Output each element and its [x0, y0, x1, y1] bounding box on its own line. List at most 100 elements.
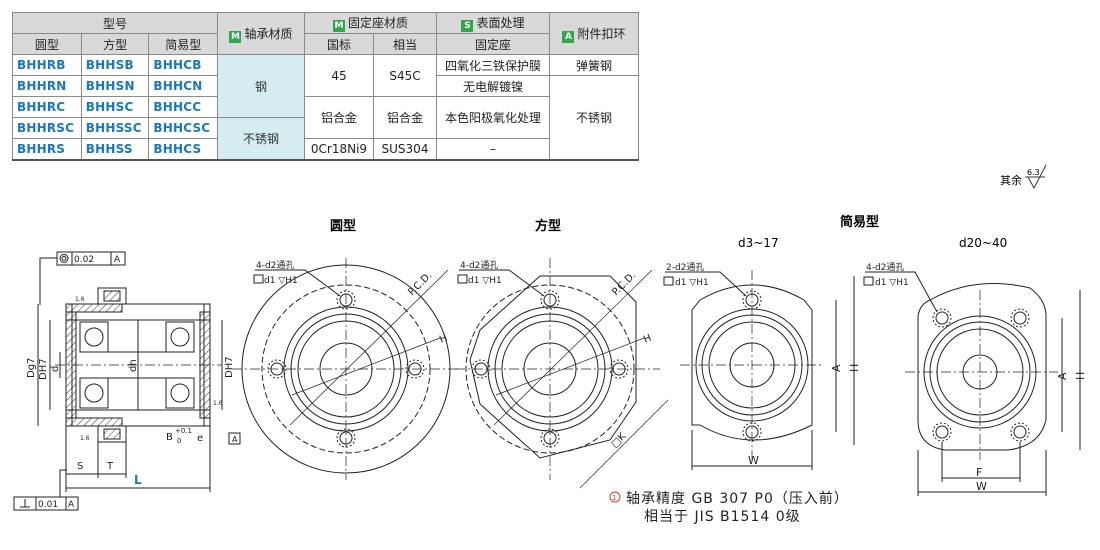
title-simple: 简易型	[840, 214, 879, 230]
section-view: 0.02 A 0.01 A	[13, 251, 241, 511]
bearing-equivalent-note: 相当于 JIS B1514 0级	[644, 509, 801, 525]
round-view	[232, 258, 460, 480]
model-simple: BHHCB	[148, 54, 218, 76]
square-view	[455, 258, 669, 489]
simple-large-cbore-note: d1 ▽H1	[875, 278, 909, 288]
simple-large-view	[865, 271, 1081, 496]
model-square: BHHSS	[80, 138, 150, 161]
simple-small-H: H	[848, 364, 861, 372]
model-simple: BHHCSC	[148, 117, 218, 139]
datum-A: A	[232, 435, 238, 444]
tag-m: M	[229, 30, 242, 43]
header-equiv: 相当	[373, 33, 437, 55]
model-square: BHHSC	[80, 96, 150, 118]
attach-2: 不锈钢	[549, 75, 639, 161]
dim-B: B	[166, 432, 173, 443]
simple-large-A: A	[1056, 372, 1069, 380]
title-d-small: d3~17	[738, 236, 779, 250]
simple-small-A: A	[830, 364, 843, 372]
roughness-check-icon	[1025, 164, 1047, 190]
note-marker-icon	[609, 491, 621, 503]
equiv-s45c: S45C	[373, 54, 437, 97]
dim-dh: dh	[128, 359, 139, 372]
equiv-al: 铝合金	[373, 96, 437, 139]
perp-value: 0.01	[38, 500, 58, 510]
gb-ss: 0Cr18Ni9	[304, 138, 374, 161]
rough-3: 1.6	[80, 435, 90, 442]
dim-DH7-right: DH7	[224, 356, 235, 378]
square-labels: 4-d2通孔 d1 ▽H1 P.C.D. H □K	[457, 260, 653, 450]
simple-large-H: H	[1074, 372, 1087, 380]
bearing-stainless: 不锈钢	[217, 117, 305, 161]
square-cbore-note: d1 ▽H1	[468, 276, 502, 286]
square-K: □K	[609, 431, 628, 450]
model-round: BHHRS	[12, 138, 82, 161]
rough-2: 1.6	[213, 400, 223, 407]
dim-B-tol-lo: 0	[177, 437, 181, 445]
header-seat-label: 固定座材质	[347, 16, 408, 30]
tag-a: A	[562, 30, 575, 43]
round-pcd: P.C.D.	[406, 270, 434, 298]
surface-1: 四氧化三铁保护膜	[436, 54, 550, 76]
dim-DH7: DH7	[38, 358, 49, 380]
square-H: H	[642, 333, 653, 346]
model-square: BHHSSC	[80, 117, 150, 139]
tag-s: S	[461, 20, 474, 32]
header-surface-label: 表面处理	[476, 16, 525, 30]
gb-al: 铝合金	[304, 96, 374, 139]
conc-value: 0.02	[74, 255, 94, 265]
simple-small-W: W	[748, 454, 759, 467]
model-simple: BHHCS	[148, 138, 218, 161]
dim-B-tol-up: +0.1	[175, 427, 192, 435]
concentricity-frame: 0.02 A	[39, 251, 126, 305]
gb-45: 45	[304, 54, 374, 97]
square-hole-note: 4-d2通孔	[460, 260, 498, 271]
simple-small-labels: 2-d2通孔 d1 ▽H1 W A H	[663, 262, 861, 467]
square-pcd: P.C.D.	[610, 270, 638, 298]
round-hole-note: 4-d2通孔	[256, 260, 294, 271]
simple-large-hole-note: 4-d2通孔	[866, 262, 904, 273]
round-cbore-note: d1 ▽H1	[264, 276, 298, 286]
note-marker-number: 1	[612, 494, 616, 502]
header-bearing-label: 轴承材质	[244, 26, 293, 41]
model-square: BHHSB	[80, 54, 150, 76]
simple-small-view	[665, 270, 855, 470]
surface-4: –	[436, 138, 550, 161]
dim-S: S	[77, 461, 83, 472]
simple-large-labels: 4-d2通孔 d1 ▽H1 F W A H	[863, 262, 1087, 493]
surface-3: 本色阳极氧化处理	[436, 96, 550, 139]
bearing-accuracy-note: 轴承精度 GB 307 P0（压入前）	[626, 491, 849, 507]
tag-m: M	[332, 20, 345, 32]
perp-datum: A	[68, 500, 75, 510]
model-round: BHHRSC	[12, 117, 82, 139]
bearing-right	[165, 321, 195, 409]
simple-small-cbore-note: d1 ▽H1	[675, 278, 709, 288]
perpendicularity-frame: 0.01 A	[13, 469, 79, 511]
bolt-holes	[471, 290, 629, 448]
roughness-label: 其余	[1000, 173, 1022, 187]
title-square: 方型	[535, 218, 561, 234]
attach-1: 弹簧钢	[549, 54, 639, 76]
equiv-ss: SUS304	[373, 138, 437, 161]
bearing-left	[79, 321, 109, 409]
dim-L: L	[134, 473, 142, 487]
dim-d: d	[50, 366, 61, 372]
simple-large-W: W	[976, 480, 987, 493]
dim-T: T	[106, 461, 114, 472]
model-round: BHHRN	[12, 75, 82, 97]
roughness-value: 6.3	[1027, 168, 1040, 177]
roughness-symbol: 其余 6.3	[1000, 164, 1047, 190]
round-H: H	[438, 333, 449, 346]
simple-large-F: F	[976, 466, 982, 479]
header-square: 方型	[80, 33, 150, 55]
header-gb: 国标	[304, 33, 374, 55]
section-dim-labels: Dg7 DH7 d dh DH7 1.6 1.6 1.6 S T L B +0.…	[26, 296, 238, 487]
simple-small-hole-note: 2-d2通孔	[666, 262, 704, 273]
header-attach-label: 附件扣环	[577, 26, 626, 41]
title-d-large: d20~40	[959, 236, 1007, 250]
header-round: 圆型	[12, 33, 82, 55]
